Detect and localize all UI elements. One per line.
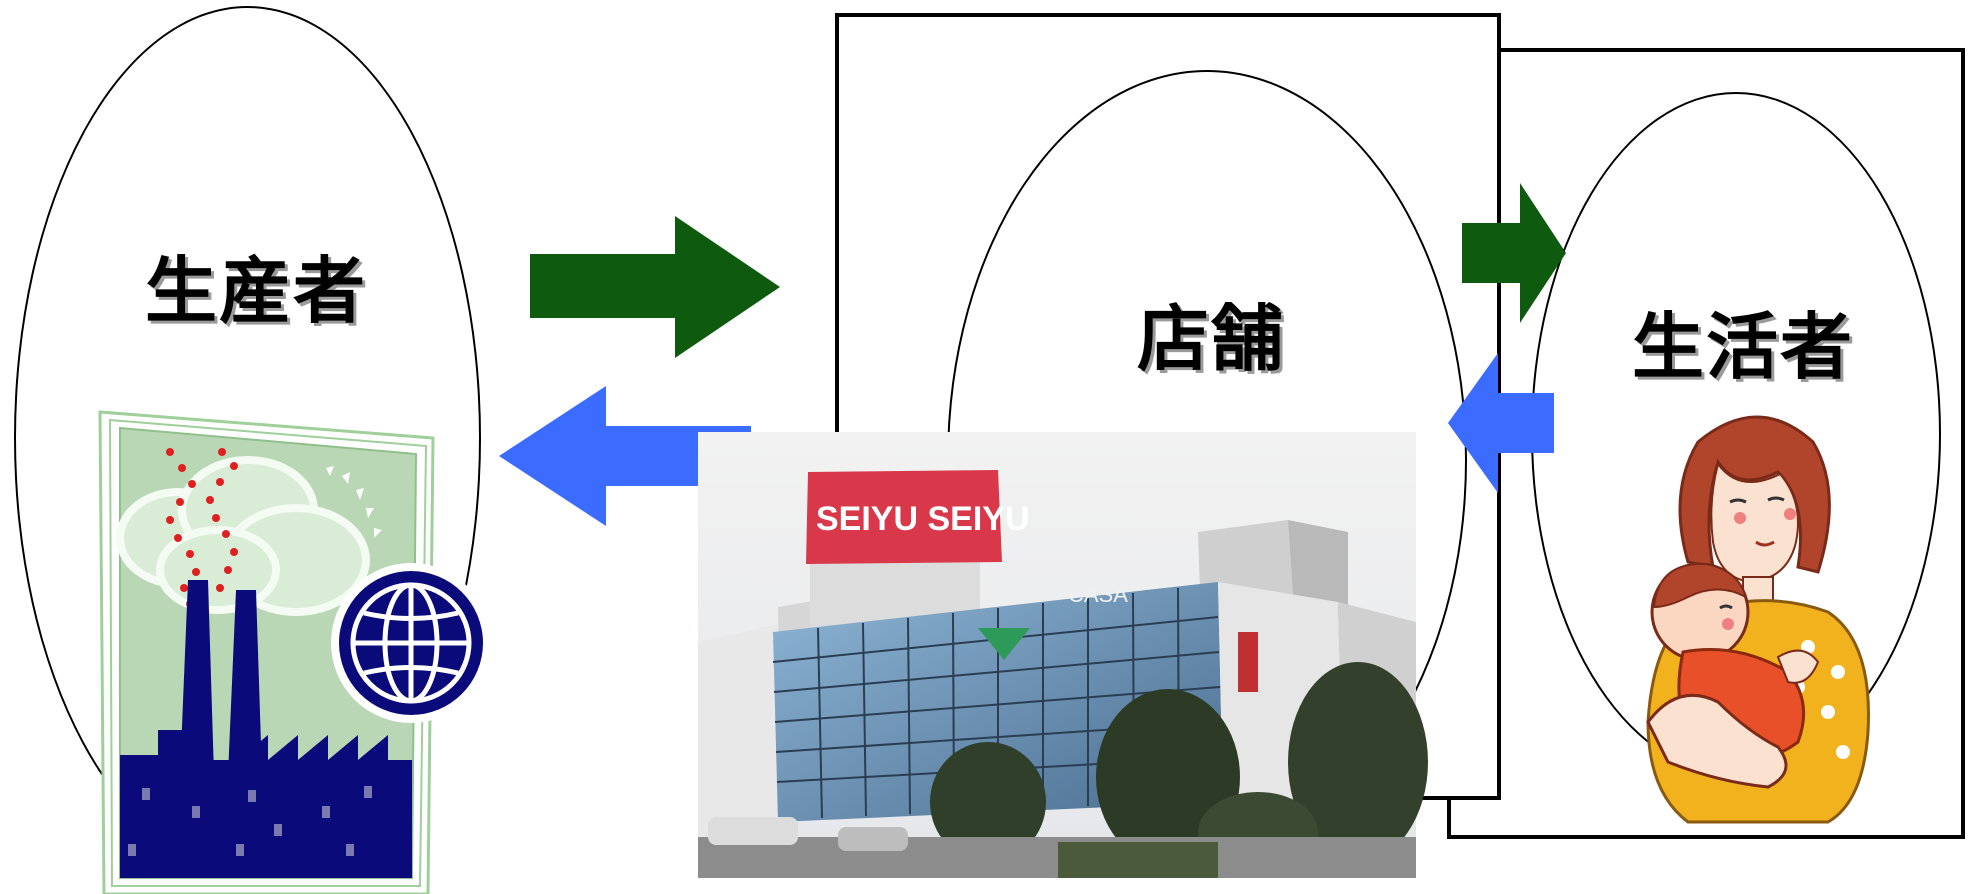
forward-arrow-small-icon	[1462, 183, 1566, 323]
globe-icon	[331, 563, 491, 723]
store-photo: SEIYU SEIYU CASA	[698, 432, 1428, 878]
mother-child-illustration	[1646, 415, 1870, 824]
producer-label: 生産者	[145, 249, 368, 333]
forward-arrow-icon	[530, 216, 780, 358]
factory-icon	[98, 410, 435, 894]
store-building-text: CASA	[1068, 582, 1128, 607]
feedback-arrow-icon	[499, 386, 751, 526]
consumer-label: 生活者	[1632, 305, 1855, 389]
feedback-arrow-small-icon	[1448, 353, 1554, 493]
store-sign-text: SEIYU SEIYU	[816, 500, 1030, 538]
store-label: 店舗	[1137, 297, 1286, 381]
